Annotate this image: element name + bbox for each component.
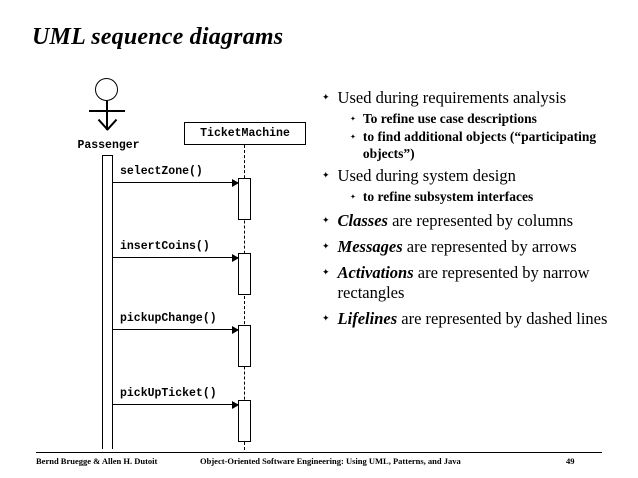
bullet-text-9: Lifelines are represented by dashed line… <box>338 309 608 329</box>
bullet-rest-6: are represented by columns <box>387 211 574 230</box>
page-title: UML sequence diagrams <box>32 24 284 50</box>
actor-head-icon <box>95 78 118 101</box>
diamond-bullet-icon: ✦ <box>322 241 330 251</box>
bullet-item-3: ✦ to find additional objects (“participa… <box>350 128 622 162</box>
actor-arms-icon <box>89 110 125 112</box>
message-label-4: pickUpTicket() <box>120 387 217 400</box>
bullet-emphasis-8: Activations <box>337 263 414 282</box>
bullet-rest-8: are represented by narrow rectangles <box>337 263 590 302</box>
bullet-emphasis-6: Classes <box>337 211 388 230</box>
message-arrow-3 <box>113 324 239 336</box>
diamond-bullet-icon: ✦ <box>350 193 356 201</box>
bullet-item-5: ✦ to refine subsystem interfaces <box>350 188 622 205</box>
activation-box-3 <box>238 325 251 367</box>
diamond-bullet-icon: ✦ <box>322 92 330 102</box>
bullet-emphasis-7: Messages <box>337 237 403 256</box>
bullet-rest-7: are represented by arrows <box>402 237 577 256</box>
message-label-2: insertCoins() <box>120 240 210 253</box>
diamond-bullet-icon: ✦ <box>322 313 330 323</box>
bullet-text-5: to refine subsystem interfaces <box>362 189 534 204</box>
bullet-item-6: ✦ Classes are represented by columns <box>322 211 622 231</box>
activation-box-4 <box>238 400 251 442</box>
object-box-ticketmachine: TicketMachine <box>184 122 306 145</box>
actor-activation-bar <box>102 155 113 449</box>
bullet-text-2: To refine use case descriptions <box>362 111 537 126</box>
bullet-text-7: Messages are represented by arrows <box>338 237 577 257</box>
sequence-diagram: Passenger TicketMachine selectZone() ins… <box>40 70 315 450</box>
bullet-item-9: ✦ Lifelines are represented by dashed li… <box>322 309 622 329</box>
diamond-bullet-icon: ✦ <box>322 170 330 180</box>
bullet-text-3: to find additional objects (“participati… <box>362 129 597 161</box>
bullet-rest-9: are represented by dashed lines <box>397 309 608 328</box>
activation-box-2 <box>238 253 251 295</box>
footer-authors: Bernd Bruegge & Allen H. Dutoit <box>36 456 158 466</box>
bullet-item-7: ✦ Messages are represented by arrows <box>322 237 622 257</box>
actor-body-icon <box>106 101 108 130</box>
message-arrow-4 <box>113 399 239 411</box>
bullet-text-8: Activations are represented by narrow re… <box>338 263 622 303</box>
activation-box-1 <box>238 178 251 220</box>
bullet-text-4: Used during system design <box>337 166 516 185</box>
bullet-item-1: ✦ Used during requirements analysis <box>322 88 622 108</box>
bullet-emphasis-9: Lifelines <box>337 309 398 328</box>
message-label-3: pickupChange() <box>120 312 217 325</box>
ticketmachine-lifeline <box>244 145 245 450</box>
actor-label: Passenger <box>77 139 140 152</box>
message-arrow-2 <box>113 252 239 264</box>
diamond-bullet-icon: ✦ <box>350 115 356 123</box>
bullet-text-6: Classes are represented by columns <box>338 211 574 231</box>
message-arrow-1 <box>113 177 239 189</box>
message-label-1: selectZone() <box>120 165 203 178</box>
bullet-text-1: Used during requirements analysis <box>337 88 567 107</box>
bullet-item-8: ✦ Activations are represented by narrow … <box>322 263 622 303</box>
footer-page-number: 49 <box>566 456 575 466</box>
footer-booktitle: Object-Oriented Software Engineering: Us… <box>200 456 461 466</box>
diamond-bullet-icon: ✦ <box>322 215 330 225</box>
footer-divider <box>36 452 602 453</box>
diamond-bullet-icon: ✦ <box>322 267 330 277</box>
actor-right-leg-icon <box>106 118 117 131</box>
diamond-bullet-icon: ✦ <box>350 133 356 141</box>
bullet-item-4: ✦ Used during system design <box>322 166 622 186</box>
bullet-list: ✦ Used during requirements analysis ✦ To… <box>322 88 622 331</box>
bullet-item-2: ✦ To refine use case descriptions <box>350 110 622 127</box>
